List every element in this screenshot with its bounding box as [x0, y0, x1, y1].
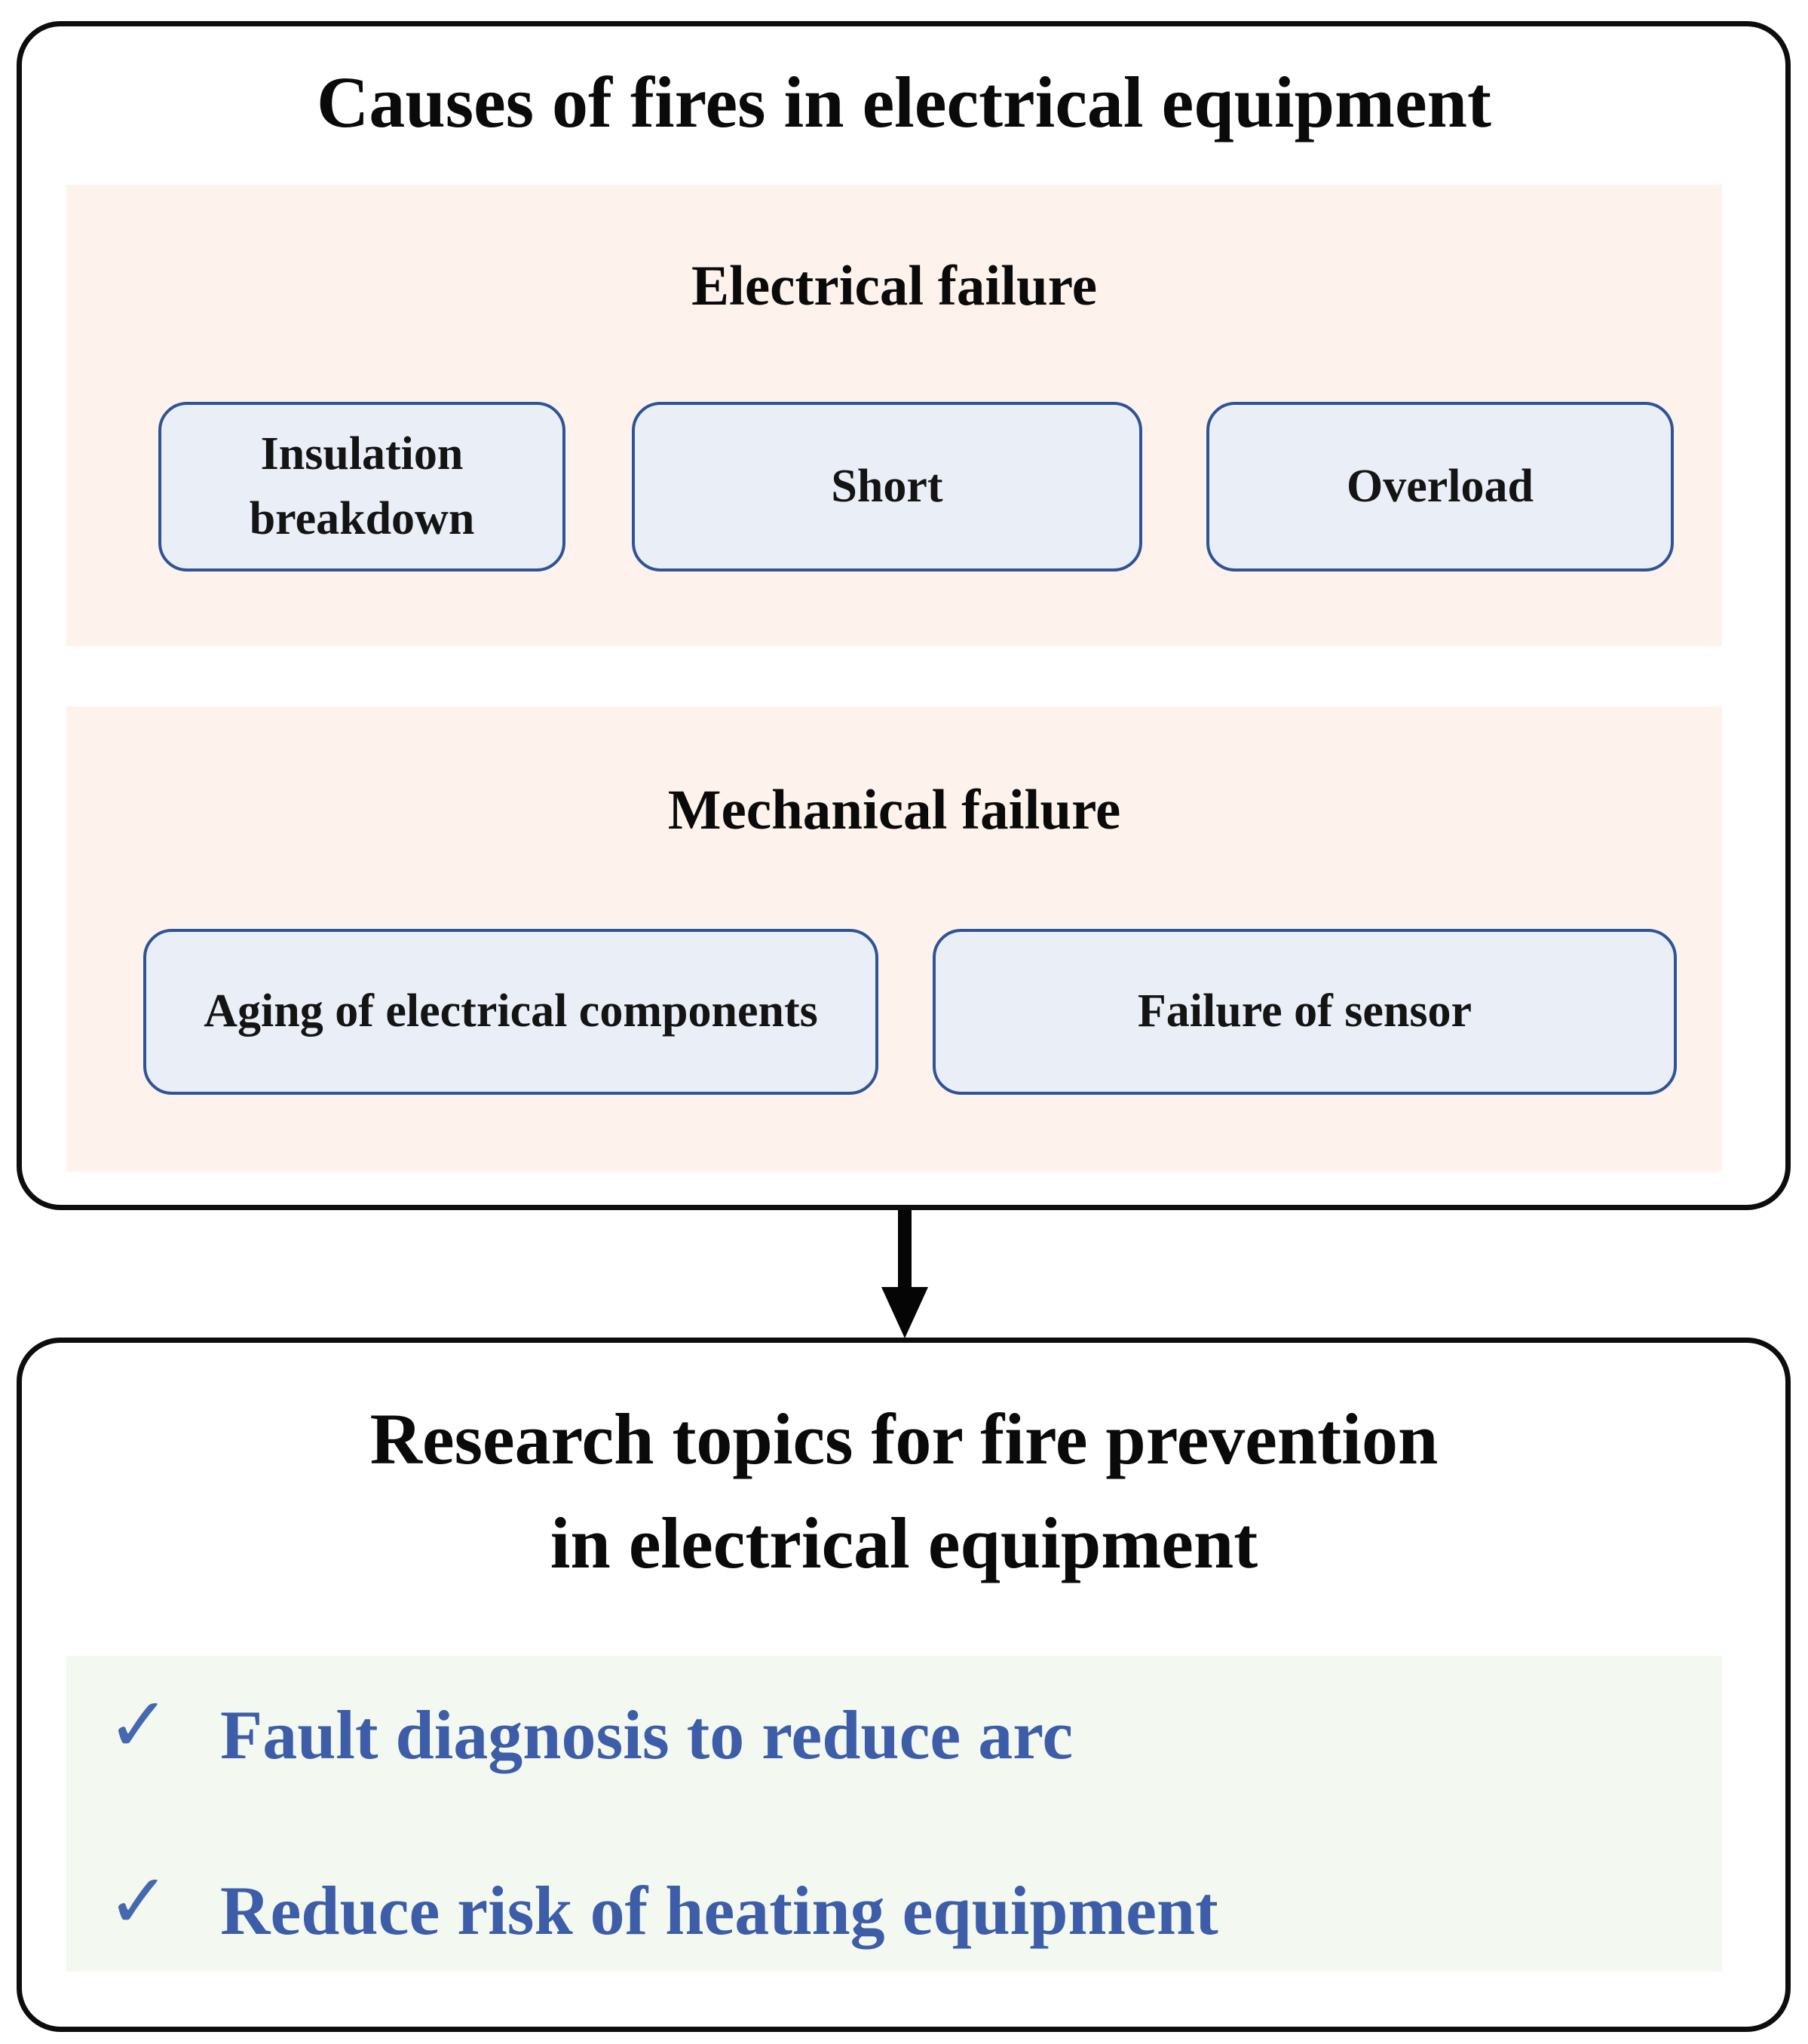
node-insulation-breakdown: Insulation breakdown	[158, 402, 565, 572]
research-topics-title-line1: Research topics for fire prevention	[369, 1399, 1439, 1479]
research-topics-section	[66, 1656, 1722, 1972]
causes-title: Causes of fires in electrical equipment	[317, 62, 1491, 142]
node-overload: Overload	[1206, 402, 1674, 572]
research-topics-title-line2: in electrical equipment	[550, 1503, 1258, 1583]
electrical-failure-heading: Electrical failure	[691, 255, 1097, 317]
checklist-item-fault-diagnosis: Fault diagnosis to reduce arc	[220, 1696, 1074, 1773]
down-arrow-icon	[881, 1287, 928, 1338]
mechanical-failure-heading: Mechanical failure	[667, 779, 1121, 841]
node-failure-of-sensor: Failure of sensor	[933, 929, 1677, 1095]
research-topics-title: Research topics for fire prevention in e…	[0, 1387, 1808, 1595]
checkmark-icon: ✓	[107, 1857, 170, 1945]
down-arrow-shaft	[898, 1210, 912, 1289]
node-aging-of-electrical-components: Aging of electrical components	[143, 929, 878, 1095]
checklist-item-reduce-risk: Reduce risk of heating equipment	[220, 1872, 1218, 1949]
node-short: Short	[632, 402, 1142, 572]
checkmark-icon: ✓	[107, 1681, 170, 1769]
